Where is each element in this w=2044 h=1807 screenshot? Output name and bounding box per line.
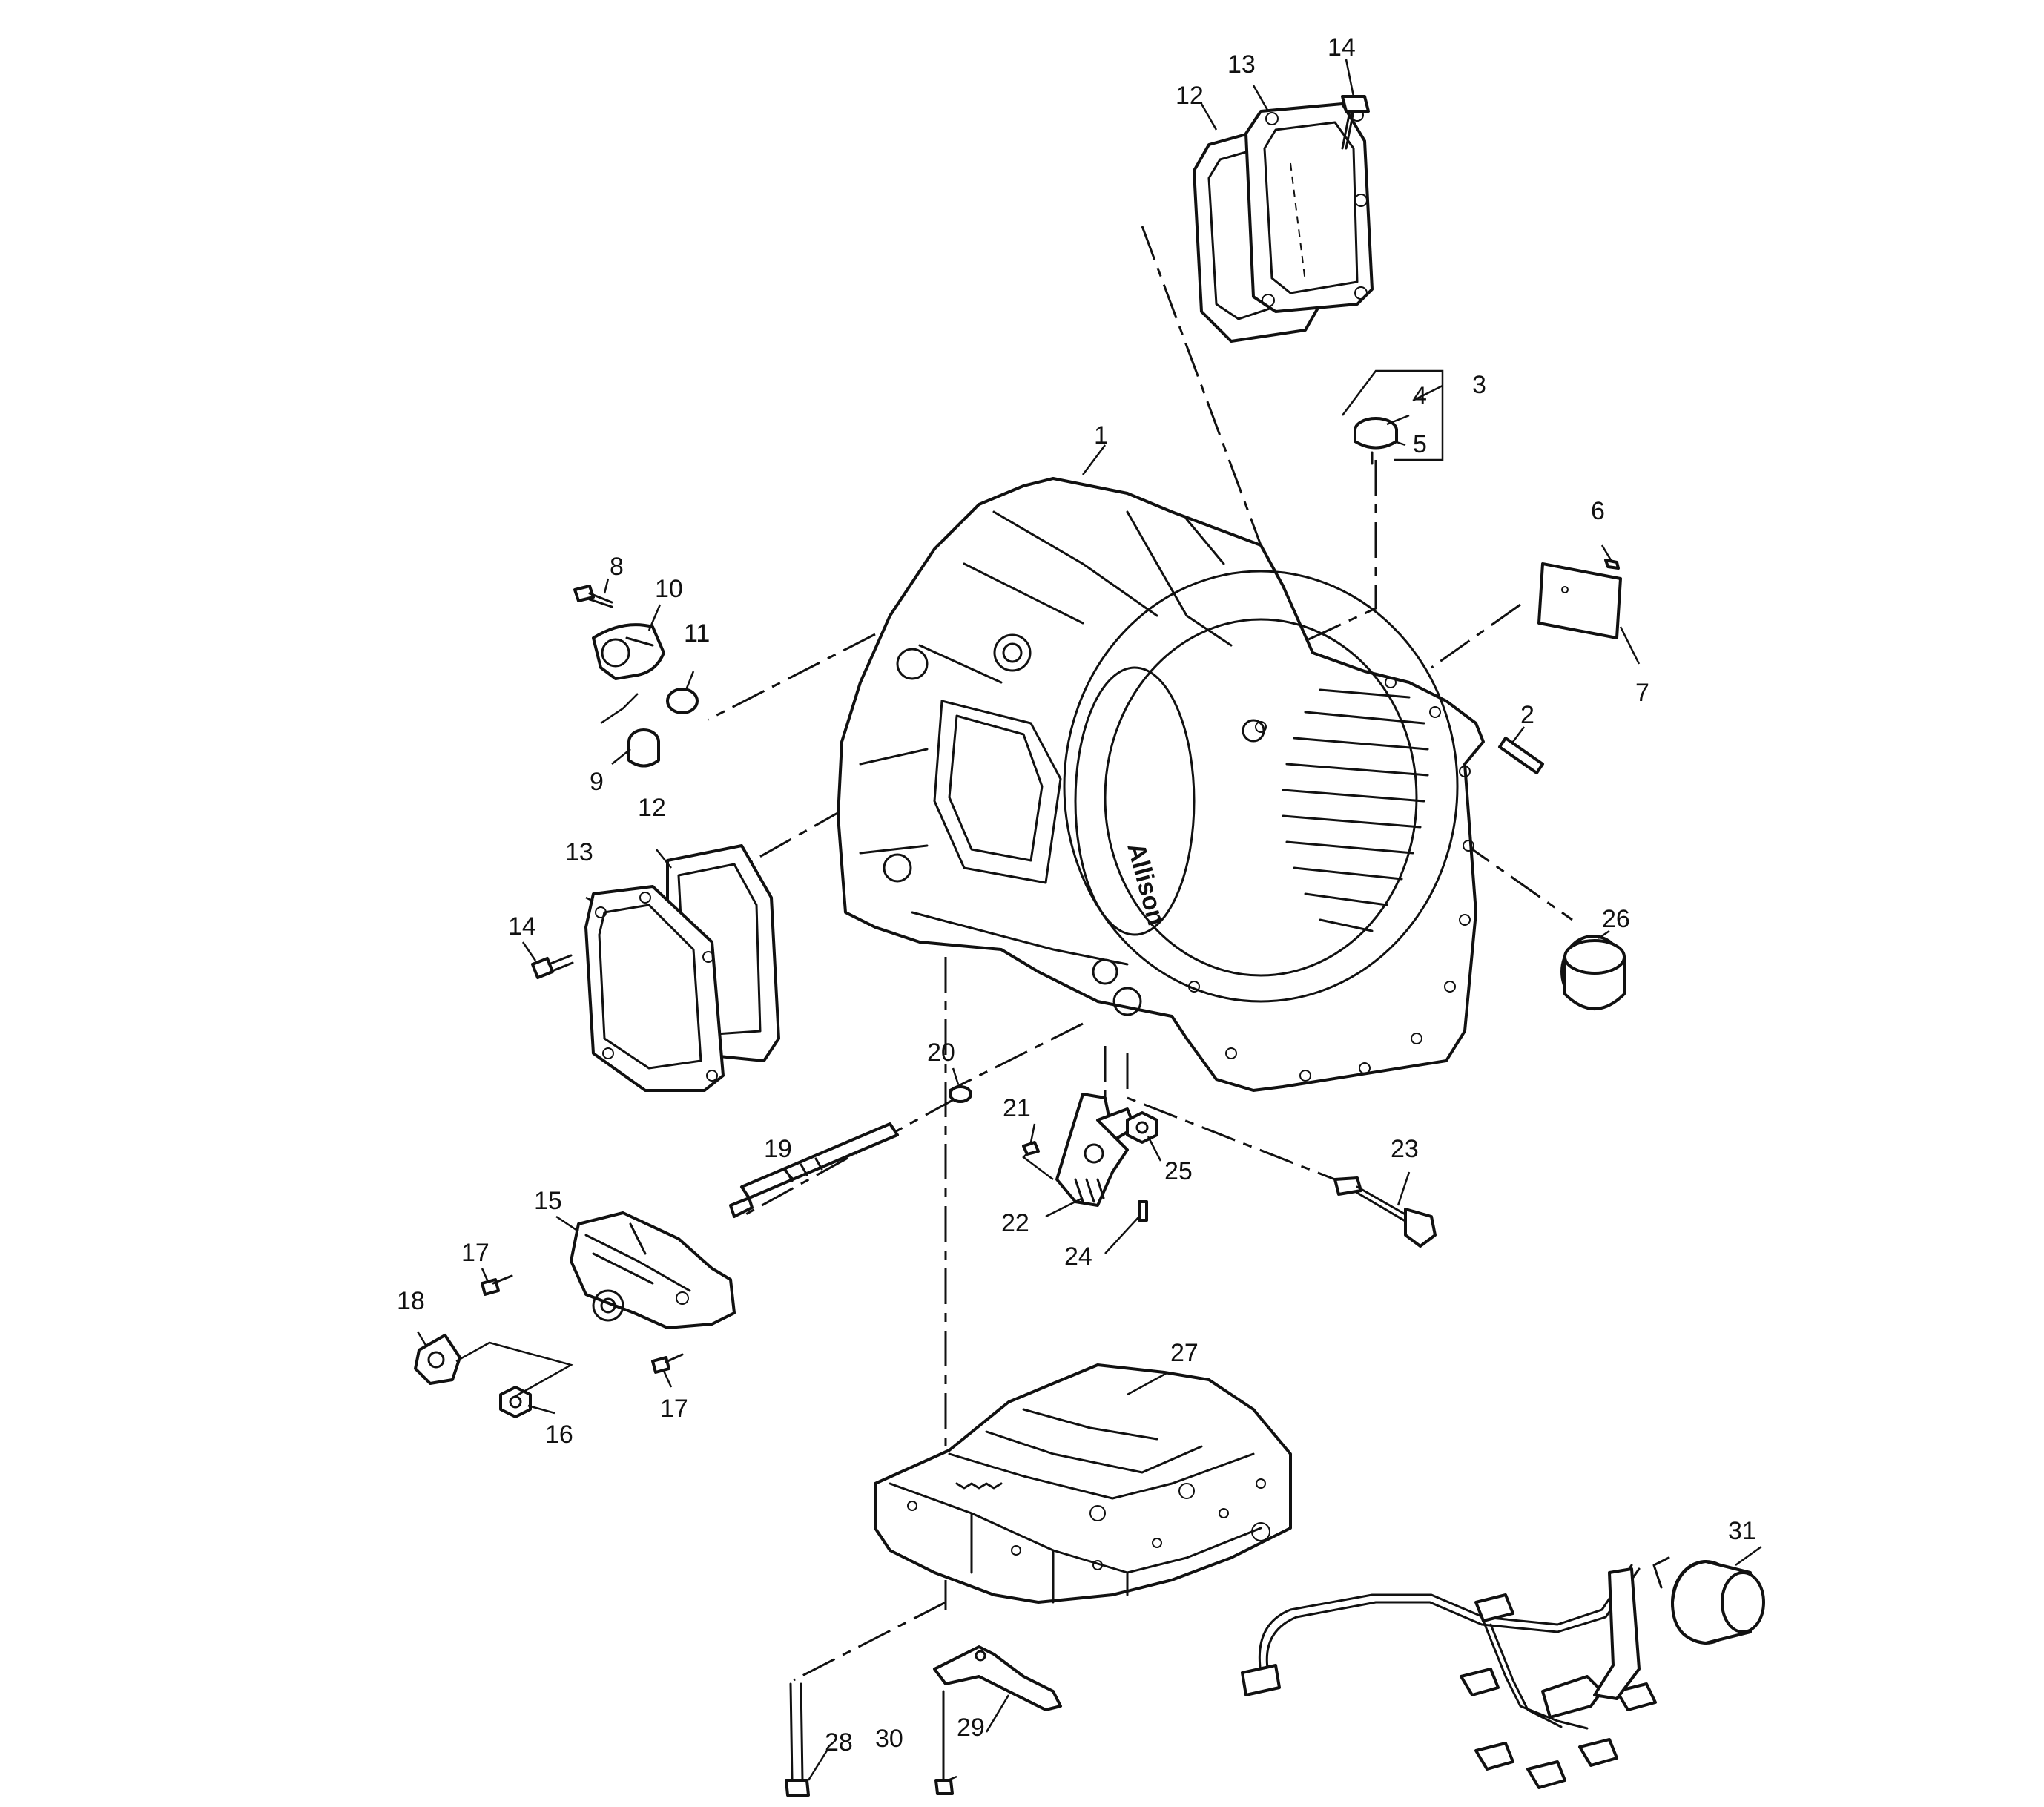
callout-7: 7 <box>1635 679 1649 707</box>
detent-lever-assembly <box>1022 1093 1158 1222</box>
transmission-housing: Allison <box>837 477 1485 1092</box>
shaft-o-ring <box>949 1085 972 1103</box>
callout-18: 18 <box>397 1287 425 1315</box>
callout-leaders <box>416 59 1762 1782</box>
callout-24: 24 <box>1064 1242 1092 1271</box>
harness-connector <box>1652 1556 1765 1645</box>
callout-17-lower: 17 <box>660 1395 688 1423</box>
callout-11: 11 <box>684 619 710 648</box>
callout-19: 19 <box>764 1135 792 1163</box>
callout-13-lower: 13 <box>565 838 593 866</box>
callout-12-upper: 12 <box>1176 82 1204 110</box>
selector-shaft <box>729 1122 899 1218</box>
filter <box>1560 935 1626 1010</box>
breather-assembly <box>1342 369 1444 465</box>
upper-pto-cover-assembly <box>1193 95 1374 343</box>
switch-washer <box>414 1334 461 1385</box>
callout-9: 9 <box>590 768 604 796</box>
control-valve-body <box>874 1363 1292 1604</box>
detent-spring <box>933 1645 1062 1711</box>
callout-3: 3 <box>1472 371 1486 399</box>
spring-pin <box>1022 1141 1040 1156</box>
callout-25: 25 <box>1164 1157 1193 1185</box>
detent-lever <box>1055 1093 1129 1207</box>
dowel-pin <box>1498 737 1544 774</box>
callout-14-lower: 14 <box>508 912 536 941</box>
callout-29: 29 <box>957 1714 985 1742</box>
upper-cover-bolt <box>1341 95 1370 150</box>
callout-1: 1 <box>1094 421 1108 450</box>
lower-pto-cover <box>584 885 725 1092</box>
callout-labels: 1 2 3 4 5 6 7 8 9 10 11 12 13 14 12 13 1… <box>397 33 1756 1757</box>
callout-15: 15 <box>534 1187 562 1215</box>
speed-sensor-assembly <box>573 585 699 768</box>
lower-cover-bolt <box>531 954 574 979</box>
harness-bracket <box>1593 1567 1641 1700</box>
callout-27: 27 <box>1170 1339 1199 1367</box>
callout-6: 6 <box>1591 497 1605 525</box>
detent-roller-pin <box>1138 1200 1148 1222</box>
switch-bolt-upper <box>481 1274 513 1296</box>
callout-5: 5 <box>1413 430 1427 458</box>
switch-nut <box>499 1386 532 1418</box>
callout-20: 20 <box>927 1039 955 1067</box>
callout-22: 22 <box>1001 1209 1029 1237</box>
drive-screw <box>1604 559 1620 570</box>
callout-14-upper: 14 <box>1328 33 1356 62</box>
callout-23: 23 <box>1391 1135 1419 1163</box>
callout-8: 8 <box>610 553 624 581</box>
output-speed-sensor <box>1333 1176 1437 1248</box>
callout-17-upper: 17 <box>461 1239 489 1267</box>
callout-10: 10 <box>655 575 683 603</box>
wiring-harness <box>1241 1556 1765 1789</box>
flange-bolt-holes <box>1188 677 1474 1082</box>
callout-26: 26 <box>1602 905 1630 933</box>
lower-pto-cover-assembly <box>531 844 780 1092</box>
callout-28: 28 <box>825 1728 853 1757</box>
callout-12-lower: 12 <box>638 794 666 822</box>
detent-spring-assembly <box>933 1645 1062 1795</box>
callout-21: 21 <box>1003 1094 1031 1122</box>
valve-body-bolt <box>785 1682 810 1797</box>
callout-13-upper: 13 <box>1227 50 1256 79</box>
callout-16: 16 <box>545 1421 573 1449</box>
sensor-bolt <box>573 585 613 608</box>
nameplate <box>1537 562 1622 639</box>
nameplate-assembly <box>1537 559 1622 639</box>
callout-30: 30 <box>875 1725 903 1753</box>
upper-pto-cover <box>1244 102 1374 313</box>
sensor-o-ring <box>666 688 699 714</box>
spring-bolt <box>934 1690 954 1795</box>
callout-4: 4 <box>1413 382 1427 410</box>
neutral-start-switch-assembly <box>414 1211 736 1418</box>
callout-2: 2 <box>1520 701 1534 729</box>
selector-nut <box>1126 1111 1158 1144</box>
switch-bolt-lower <box>651 1353 684 1374</box>
callout-31: 31 <box>1728 1517 1756 1545</box>
valve-body-holes <box>907 1478 1270 1570</box>
